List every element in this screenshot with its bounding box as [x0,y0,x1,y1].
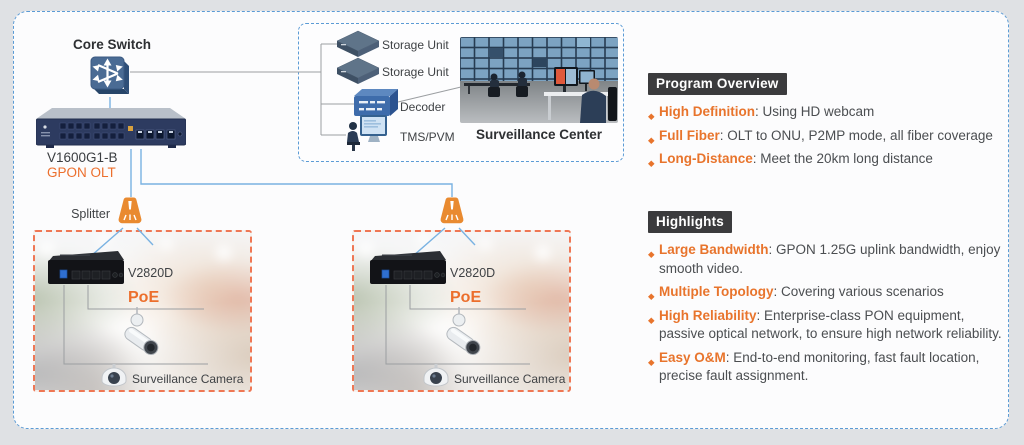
surveillance-center-photo [460,37,618,123]
diamond-bullet-icon: ◆ [648,291,655,301]
feature-text: : Meet the 20km long distance [752,151,933,166]
feature-bullet: ◆ High Definition: Using HD webcam [648,103,1004,122]
splitter-icon [436,196,468,226]
poe-label: PoE [128,289,160,306]
bullet-camera-icon [112,306,164,360]
onu-model-label: V2820D [450,266,496,280]
feature-text: : Enterprise-class PON equipment, passiv… [659,307,1002,342]
decoder-label: Decoder [400,100,446,114]
feature-bullet: ◆ Long-Distance: Meet the 20km long dist… [648,150,1004,169]
feature-term: Full Fiber [659,127,720,143]
surveillance-camera-label: Surveillance Camera [132,372,244,386]
surveillance-center-caption: Surveillance Center [475,127,603,142]
feature-term: Large Bandwidth [659,242,769,257]
feature-bullet: ◆ Full Fiber: OLT to ONU, P2MP mode, all… [648,127,1004,146]
bullet-camera-icon [434,306,486,360]
olt-type-label: GPON OLT [47,165,116,180]
tms-pvm-icon [344,113,390,153]
diamond-bullet-icon: ◆ [648,356,655,367]
feature-bullet: ◆ High Reliability: Enterprise-class PON… [648,307,1004,344]
diamond-bullet-icon: ◆ [648,314,655,325]
olt-model-label: V1600G1-B [47,150,118,165]
feature-bullet: ◆ Multiple Topology: Covering various sc… [648,283,1004,302]
section-title-badge: Highlights [648,211,732,233]
tms-pvm-label: TMS/PVM [400,130,455,144]
feature-bullet: ◆ Easy O&M: End-to-end monitoring, fast … [648,349,1004,386]
dome-camera-icon [100,364,128,388]
splitter-label: Splitter [71,207,110,221]
feature-text: : OLT to ONU, P2MP mode, all fiber cover… [719,127,993,143]
feature-term: Multiple Topology [659,284,774,299]
feature-text: : Using HD webcam [754,104,875,119]
surveillance-camera-label: Surveillance Camera [454,372,566,386]
diamond-bullet-icon: ◆ [648,111,655,121]
onu-device-image [368,248,448,288]
core-switch-icon [88,55,132,97]
diamond-bullet-icon: ◆ [648,249,655,259]
feature-list: ◆ High Definition: Using HD webcam ◆ Ful… [648,103,1004,169]
diamond-bullet-icon: ◆ [648,134,655,145]
feature-text: : GPON 1.25G uplink bandwidth, enjoy smo… [659,242,1001,276]
feature-term: Easy O&M [659,349,726,365]
onu-model-label: V2820D [128,266,174,280]
storage-unit-icon [336,30,380,58]
feature-bullet: ◆ Large Bandwidth: GPON 1.25G uplink ban… [648,241,1004,278]
dome-camera-icon [422,364,450,388]
feature-term: High Reliability [659,307,757,323]
storage-unit-label: Storage Unit [382,38,449,52]
storage-unit-icon [336,57,380,85]
feature-text: : Covering various scenarios [773,284,944,299]
storage-unit-label: Storage Unit [382,65,449,79]
feature-list: ◆ Large Bandwidth: GPON 1.25G uplink ban… [648,241,1004,386]
olt-device-image [36,106,186,150]
feature-term: High Definition [659,104,755,119]
highlights-section: Highlights ◆ Large Bandwidth: GPON 1.25G… [648,211,1004,391]
feature-term: Long-Distance [659,151,753,166]
decoder-icon [352,88,398,118]
diamond-bullet-icon: ◆ [648,158,655,168]
feature-text: : End-to-end monitoring, fast fault loca… [659,349,980,384]
core-switch-label: Core Switch [72,37,151,52]
program-overview-section: Program Overview ◆ High Definition: Usin… [648,73,1004,174]
poe-label: PoE [450,289,482,306]
splitter-icon [114,196,146,226]
section-title-badge: Program Overview [648,73,787,95]
onu-device-image [46,248,126,288]
